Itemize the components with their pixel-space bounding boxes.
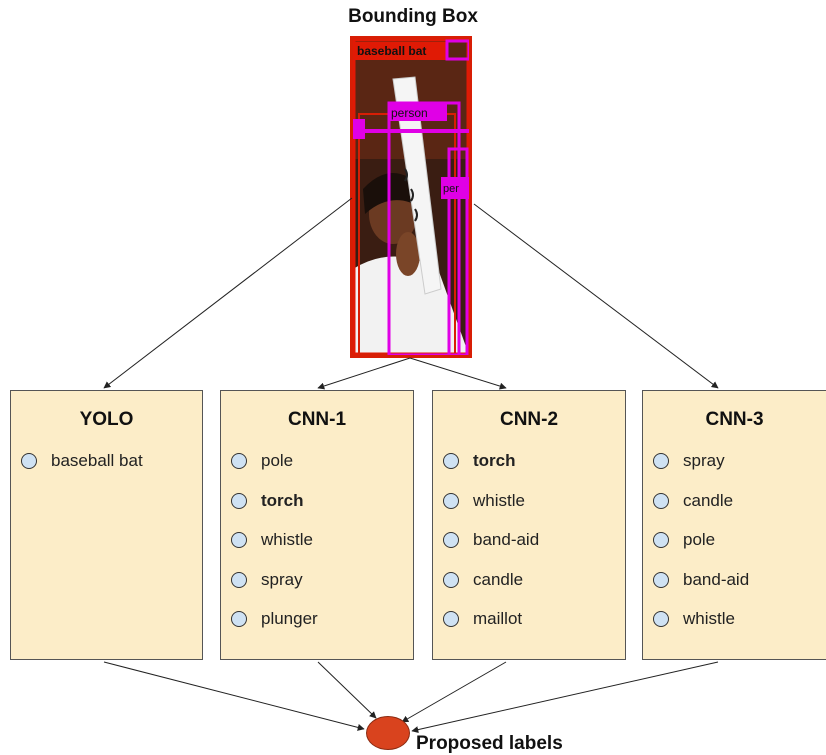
label-text: spray — [683, 451, 725, 470]
label-text: band-aid — [683, 569, 750, 589]
label-text: candle — [473, 569, 524, 589]
radio-icon — [653, 453, 669, 469]
radio-icon — [443, 453, 459, 469]
radio-icon — [231, 571, 247, 588]
label-item: band-aid — [443, 530, 539, 570]
panel-title: YOLO — [79, 409, 134, 430]
panel-title: CNN-2 — [499, 409, 559, 430]
radio-icon — [231, 611, 247, 627]
panel-cnn-2: CNN-2 torch whistle band-aid candle mail… — [432, 390, 626, 660]
panel-cnn-1: CNN-1 pole torch whistle spray plunger — [220, 390, 414, 660]
radio-icon — [443, 532, 459, 548]
label-item: candle — [443, 570, 539, 610]
label-item: band-aid — [653, 570, 749, 610]
label-text: plunger — [261, 609, 318, 628]
label-item: baseball bat — [21, 451, 143, 491]
edge-image-to-cnn2 — [409, 357, 507, 390]
radio-icon — [653, 571, 669, 588]
detection-label-person-2: per — [443, 183, 459, 195]
label-item: spray — [653, 451, 749, 491]
radio-icon — [443, 571, 459, 588]
panel-cnn-3: CNN-3 spray candle pole band-aid whistle — [642, 390, 826, 660]
label-text: pole — [683, 530, 716, 549]
label-text: spray — [261, 569, 303, 589]
label-list: baseball bat — [21, 451, 143, 491]
label-item: pole — [653, 530, 749, 570]
detection-label-person-1: person — [391, 106, 428, 120]
edge-yolo-to-output — [103, 661, 365, 731]
label-item: candle — [653, 491, 749, 531]
proposed-labels-node — [366, 716, 410, 750]
edge-image-to-yolo — [103, 197, 353, 389]
label-text: baseball bat — [51, 451, 143, 470]
radio-icon — [21, 453, 37, 469]
radio-icon — [653, 532, 669, 548]
edge-cnn3-to-output — [411, 661, 719, 734]
label-text: candle — [683, 490, 734, 510]
panel-title: CNN-1 — [287, 409, 347, 430]
radio-icon — [231, 532, 247, 548]
radio-icon — [443, 611, 459, 627]
label-item: torch — [443, 451, 539, 491]
edge-cnn2-to-output — [401, 661, 507, 723]
radio-icon — [653, 611, 669, 627]
edge-image-to-cnn1 — [317, 357, 411, 390]
label-item: whistle — [231, 530, 318, 570]
radio-icon — [231, 453, 247, 469]
label-item: whistle — [653, 609, 749, 649]
edge-image-to-cnn3 — [473, 203, 719, 389]
label-item: torch — [231, 491, 318, 531]
label-text: torch — [261, 490, 304, 510]
label-text: pole — [261, 451, 294, 470]
label-item: maillot — [443, 609, 539, 649]
label-list: spray candle pole band-aid whistle — [653, 451, 749, 649]
proposed-labels-label: Proposed labels — [416, 733, 563, 754]
panel-title: CNN-3 — [705, 409, 764, 430]
label-text: maillot — [473, 609, 523, 628]
radio-icon — [231, 492, 247, 509]
radio-icon — [653, 492, 669, 509]
panel-yolo: YOLO baseball bat — [10, 390, 203, 660]
detection-image: baseball bat person per — [350, 36, 472, 358]
label-list: pole torch whistle spray plunger — [231, 451, 318, 649]
label-item: spray — [231, 570, 318, 610]
label-text: whistle — [473, 490, 525, 510]
label-list: torch whistle band-aid candle maillot — [443, 451, 539, 649]
detection-label-baseball-bat: baseball bat — [357, 44, 426, 58]
label-text: band-aid — [473, 530, 540, 549]
label-item: pole — [231, 451, 318, 491]
label-text: whistle — [683, 609, 735, 628]
bounding-box-title: Bounding Box — [348, 6, 478, 27]
radio-icon — [443, 492, 459, 509]
label-item: plunger — [231, 609, 318, 649]
label-item: whistle — [443, 491, 539, 531]
label-text: whistle — [261, 530, 313, 549]
edge-cnn1-to-output — [317, 661, 377, 719]
label-text: torch — [473, 451, 516, 470]
